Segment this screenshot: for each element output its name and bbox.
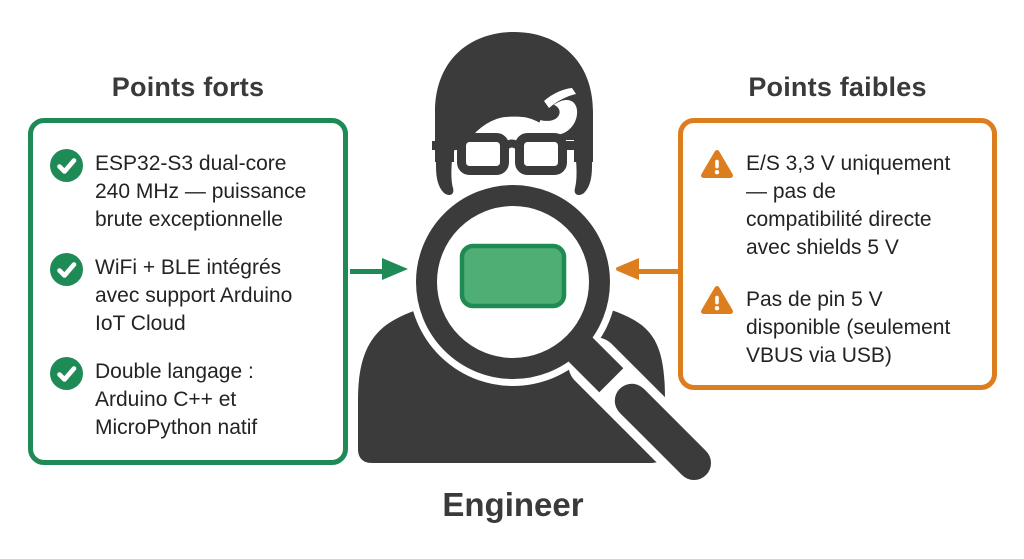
face-pocket [536,100,578,138]
strengths-title: Points forts [111,72,265,102]
magnifier-handle [614,383,712,481]
glasses-arm-right [563,141,591,150]
engineer-with-magnifier-icon [358,32,712,481]
magnifier-ferrule [566,335,624,393]
orange-arrow [637,269,678,274]
check-circle-icon [50,253,83,291]
strength-text: WiFi + BLE intégrés avec support Arduino… [95,256,293,335]
glasses-bridge [501,139,523,151]
weakness-item: Pas de pin 5 V disponible (seulement VBU… [700,286,980,370]
green-arrow [350,269,386,274]
weaknesses-panel: E/S 3,3 V uniquement — pas de compatibil… [678,118,997,390]
warning-triangle-icon [700,285,734,321]
weakness-item: E/S 3,3 V uniquement — pas de compatibil… [700,150,980,262]
sideburn-left [436,148,454,196]
weakness-text: Pas de pin 5 V disponible (seulement VBU… [746,288,951,367]
weakness-text: E/S 3,3 V uniquement — pas de compatibil… [746,152,951,259]
orange-arrow-head-icon [613,258,639,280]
strength-text: ESP32-S3 dual-core 240 MHz — puissance b… [95,152,307,231]
green-arrow-head-icon [382,258,408,280]
check-circle-icon [50,149,83,187]
check-circle-icon [50,357,83,395]
sideburn-right [574,148,592,196]
hair-notch [544,88,576,108]
green-dev-board-icon [459,243,567,309]
hair-fringe [452,99,560,152]
glasses-right-lens [515,133,567,175]
strength-text: Double langage : Arduino C++ et MicroPyt… [95,360,258,439]
warning-triangle-icon [700,149,734,185]
glasses-arm-left [432,141,460,150]
glasses-left-lens [457,133,509,175]
strength-item: Double langage : Arduino C++ et MicroPyt… [50,357,331,442]
strengths-panel: ESP32-S3 dual-core 240 MHz — puissance b… [28,118,348,465]
engineer-label: Engineer [442,486,584,523]
weaknesses-title: Points faibles [748,72,927,102]
strength-item: ESP32-S3 dual-core 240 MHz — puissance b… [50,149,331,234]
strength-item: WiFi + BLE intégrés avec support Arduino… [50,253,331,338]
